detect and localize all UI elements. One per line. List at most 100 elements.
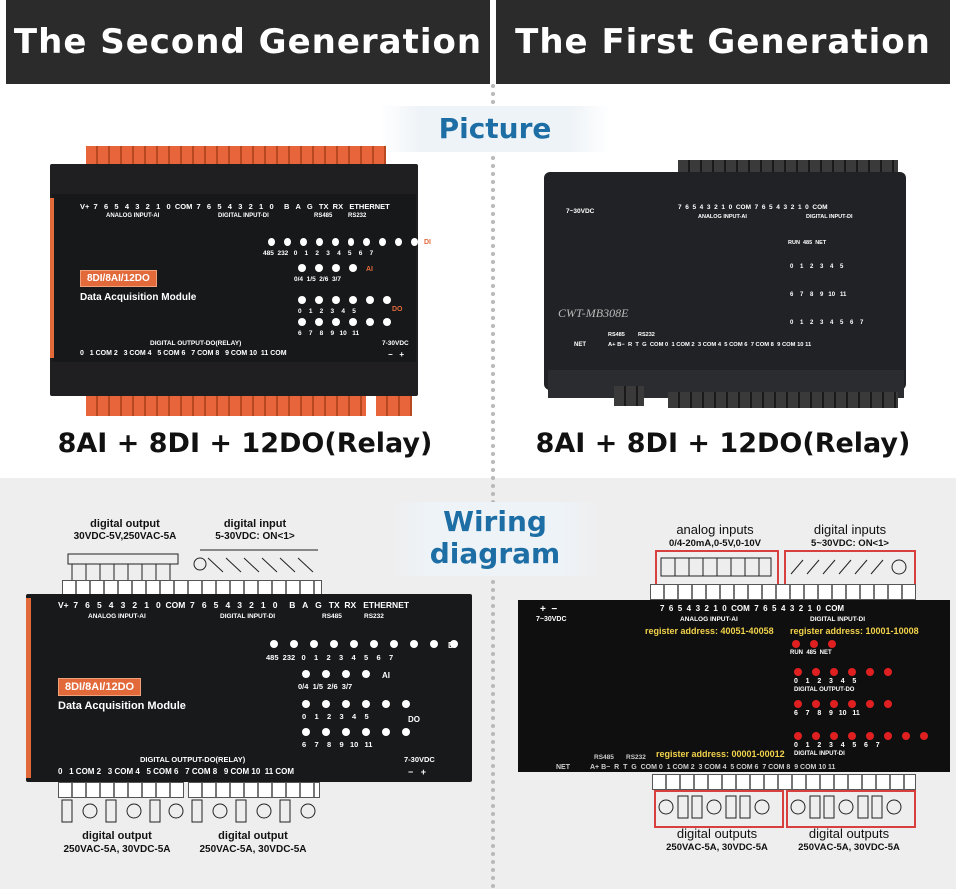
right-wiring-analog-label: ANALOG INPUT-AI [680, 616, 738, 623]
do-labels-2: 6 7 8 9 10 11 [790, 292, 847, 298]
right-net: NET [556, 764, 570, 771]
second-gen-device-photo: V+ 7 6 5 4 3 2 1 0 COM 7 6 5 4 3 2 1 0 B… [46, 146, 431, 418]
wiring-label-line2: diagram [429, 537, 561, 570]
led-dot [866, 700, 874, 708]
header-right-text: The First Generation [515, 22, 931, 62]
led-dot [884, 732, 892, 740]
ai-led-row [298, 264, 378, 274]
left-bottom-terminal-block-2 [188, 782, 320, 798]
led-dot [315, 238, 323, 246]
led-dot [322, 700, 330, 708]
net-label: NET [574, 342, 586, 348]
left-bottom1-spec: 250VAC-5A, 30VDC-5A [63, 844, 171, 855]
center-divider [491, 84, 495, 889]
left-wiring-badge: 8DI/8AI/12DO [58, 678, 142, 696]
module-name: Data Acquisition Module [80, 292, 197, 303]
right-bottom-box-1 [654, 790, 784, 828]
right-wiring-digital-label: DIGITAL INPUT-DI [810, 616, 866, 623]
led-dot [298, 264, 306, 272]
led-dot [283, 238, 291, 246]
left-bottom1-title: digital output [82, 830, 152, 842]
led-dot [330, 640, 338, 648]
right-di-spec: 5~30VDC: ON<1> [811, 538, 889, 549]
right-do-labels-2: 6 7 8 9 10 11 [794, 710, 860, 717]
led-dot [866, 668, 874, 676]
led-dot [332, 264, 340, 272]
right-do-label: DIGITAL OUTPUT-DO [794, 687, 855, 693]
caption-first-gen: 8AI + 8DI + 12DO(Relay) [535, 428, 911, 459]
left-wiring-accent [26, 598, 31, 778]
left-wiring-do-labels-1: 0 1 2 3 4 5 [302, 712, 369, 721]
led-dot [382, 728, 390, 736]
left-bottom-terminal-block-1 [58, 782, 184, 798]
left-wiring-do-leds-1 [302, 700, 410, 708]
header-left-text: The Second Generation [13, 22, 483, 62]
bottom-terminal-labels: A+ B− R T G COM 0 1 COM 2 3 COM 4 5 COM … [608, 342, 812, 348]
analog-input-label: ANALOG INPUT-AI [106, 213, 160, 219]
left-wiring-ai-labels: 0/4 1/5 2/6 3/7 [298, 682, 353, 691]
led-dot [363, 238, 371, 246]
top-terminal-block [86, 146, 386, 168]
led-dot [302, 670, 310, 678]
left-wiring-digital-label: DIGITAL INPUT-DI [220, 613, 276, 620]
picture-label-text: Picture [438, 112, 552, 145]
di-tag: DI [424, 239, 431, 246]
right-ai-spec: 0/4-20mA,0-5V,0-10V [668, 538, 762, 549]
led-dot [342, 728, 350, 736]
led-dot [812, 668, 820, 676]
left-bottom2-title: digital output [218, 830, 288, 842]
led-dot [812, 732, 820, 740]
left-wiring-rs232: RS232 [364, 613, 384, 620]
led-dot [370, 640, 378, 648]
first-gen-device-photo: 7~30VDC 7 6 5 4 3 2 1 0 COM 7 6 5 4 3 2 … [538, 160, 910, 422]
led-dot [383, 296, 391, 304]
bottom-terminal-block [668, 392, 898, 408]
led-dot [402, 728, 410, 736]
header-second-generation: The Second Generation [6, 0, 490, 84]
right-bottom2-spec: 250VAC-5A, 30VDC-5A [798, 842, 900, 853]
right-di-title: digital inputs [813, 522, 887, 537]
right-bottom-labels: A+ B− R T G COM 0 1 COM 2 3 COM 4 5 COM … [590, 764, 836, 771]
left-top-di-title: digital input [223, 518, 287, 530]
top-terminal-labels: 7 6 5 4 3 2 1 0 COM 7 6 5 4 3 2 1 0 COM [678, 204, 828, 211]
led-dot [268, 238, 275, 246]
right-bottom-box-2 [786, 790, 916, 828]
led-dot [920, 732, 928, 740]
left-wiring-top-labels: V+ 7 6 5 4 3 2 1 0 COM 7 6 5 4 3 2 1 0 B… [58, 600, 410, 610]
power-terminal-block [614, 386, 644, 406]
left-wiring-power-label: 7-30VDC [404, 755, 435, 764]
left-wiring-di-leds [270, 640, 458, 648]
right-wiring-power-label: 7~30VDC [536, 616, 567, 623]
right-do-labels-1: 0 1 2 3 4 5 [794, 678, 857, 685]
led-dot [866, 732, 874, 740]
right-do-leds-2 [794, 700, 892, 708]
led-dot [332, 296, 340, 304]
led-dot [410, 640, 418, 648]
right-do-leds-1 [794, 668, 892, 676]
wiring-label-line1: Wiring [443, 505, 547, 538]
led-dot [828, 640, 836, 648]
do-led-labels-2: 6 7 8 9 10 11 [298, 330, 360, 337]
led-dot [290, 640, 298, 648]
right-bottom-wiring-svg [658, 795, 902, 819]
left-wiring-do-leds-2 [302, 728, 410, 736]
led-dot [848, 700, 856, 708]
right-wiring-module [518, 600, 950, 772]
right-wiring-top-labels: 7 6 5 4 3 2 1 0 COM 7 6 5 4 3 2 1 0 COM [660, 604, 845, 613]
right-rs485: RS485 [594, 754, 614, 761]
right-di-leds [794, 732, 928, 740]
led-dot [322, 670, 330, 678]
di-labels: 0 1 2 3 4 5 6 7 [790, 320, 864, 326]
led-dot [332, 318, 340, 326]
led-dot [884, 700, 892, 708]
led-dot [382, 700, 390, 708]
do-led-row1 [298, 296, 408, 306]
left-wiring-analog-label: ANALOG INPUT-AI [88, 613, 146, 620]
led-dot [366, 318, 374, 326]
left-wiring-do-tag: DO [408, 715, 420, 724]
left-top-di-spec: 5-30VDC: ON<1> [215, 531, 295, 542]
right-status-leds [792, 640, 836, 648]
top-terminal-labels: V+ 7 6 5 4 3 2 1 0 COM 7 6 5 4 3 2 1 0 B… [80, 202, 390, 211]
model-badge: 8DI/8AI/12DO [80, 270, 157, 287]
analog-input-label: ANALOG INPUT-AI [698, 214, 747, 220]
